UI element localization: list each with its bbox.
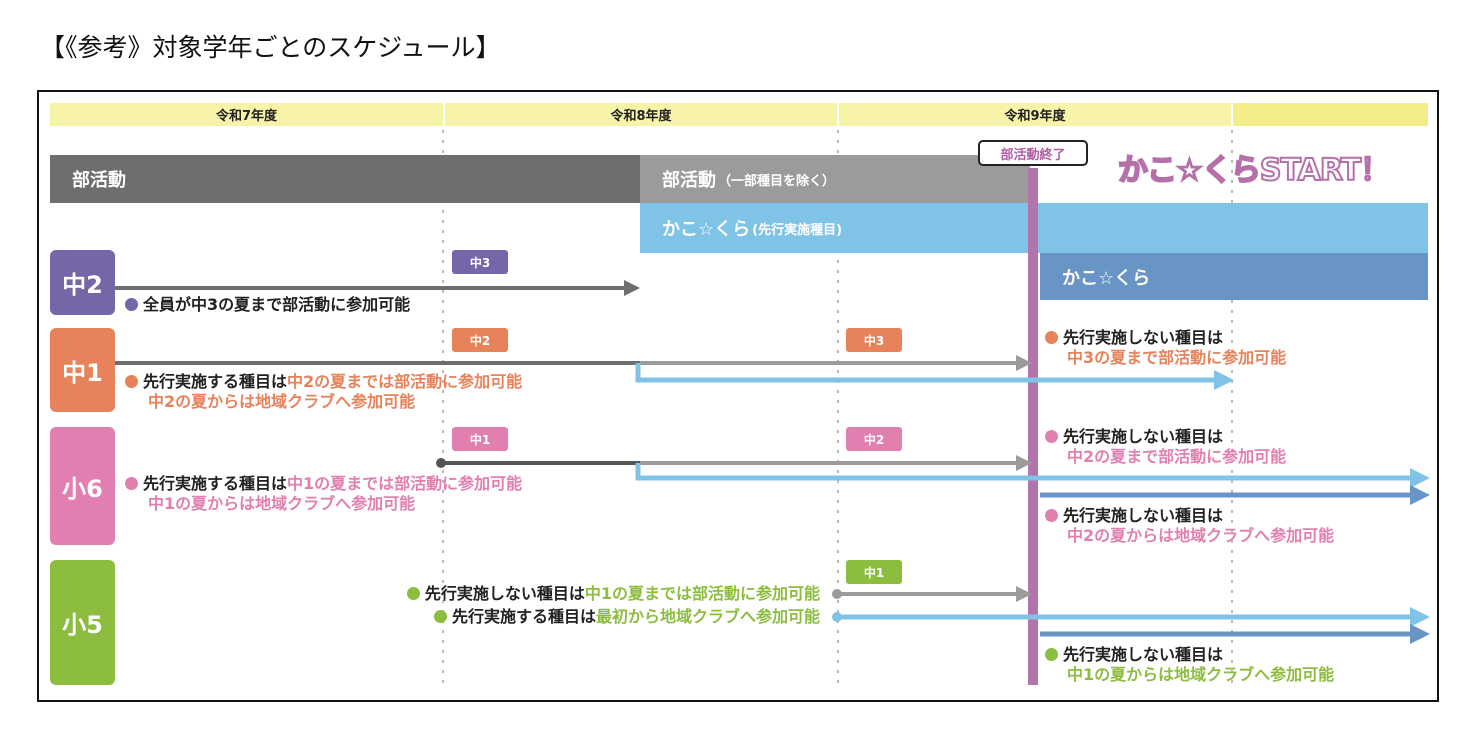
page-title: 【《参考》対象学年ごとのスケジュール】 [40,33,501,62]
note-e6-right-1: 先行実施しない種目は中2の夏まで部活動に参加可能 [1045,427,1286,467]
grade-badge-j2: 中2 [50,250,115,315]
tag-j1: 中1 [846,560,902,584]
note-highlight: 中1の夏までは部活動に参加可能 [287,474,523,493]
note-e5-2: 先行実施する種目は最初から地域クラブへ参加可能 [433,607,820,627]
note-highlight: 中1の夏からは地域クラブへ参加可能 [1067,665,1335,684]
note-highlight: 中2の夏からは地域クラブへ参加可能 [1067,526,1335,545]
note-highlight: 中3の夏まで部活動に参加可能 [1067,348,1287,367]
diagram-frame [37,90,1439,702]
bullet-icon [125,477,138,490]
note-text: 先行実施しない種目は [1063,506,1224,525]
e6-kakokura-advance-arrow [635,463,1430,488]
kakokura-advance-label: かこ☆くら [662,219,751,240]
bullet-icon [433,610,447,623]
bullet-icon [406,587,420,600]
bullet-icon [1045,331,1058,344]
bullet-icon [125,298,138,311]
note-highlight: 中2の夏までは部活動に参加可能 [287,372,523,391]
tag-j3: 中3 [452,250,508,274]
grade-badge-e6: 小6 [50,427,115,545]
note-line2: 中1の夏からは地域クラブへ参加可能 [148,494,416,513]
year-r7: 令和7年度 [50,103,443,126]
club-end-bubble: 部活動終了 [978,140,1088,166]
note-text: 先行実施しない種目は [1063,427,1224,446]
tag-j3: 中3 [846,328,902,352]
year-r8: 令和8年度 [445,103,837,126]
club-partial-bar: 部活動（一部種目を除く） [640,155,1030,203]
note-text: 先行実施しない種目は [1063,645,1224,664]
note-e5-1: 先行実施しない種目は中1の夏までは部活動に参加可能 [406,584,820,604]
year-next [1233,103,1428,126]
note-text: 全員が中3の夏まで部活動に参加可能 [143,295,411,314]
note-text: 先行実施する種目は [451,607,596,626]
tag-j1: 中1 [452,427,508,451]
grade-badge-j1: 中1 [50,328,115,412]
tag-j2: 中2 [846,427,902,451]
grade-badge-e5: 小5 [50,560,115,685]
bullet-icon [1045,430,1058,443]
club-partial-label: 部活動 [662,170,716,191]
kakokura-start-logo: かこ☆くらSTART！ [1117,152,1391,189]
club-end-line [1028,168,1038,685]
note-e6: 先行実施する種目は中1の夏までは部活動に参加可能中1の夏からは地域クラブへ参加可… [125,474,522,514]
bullet-icon [125,375,138,388]
note-text: 先行実施しない種目は [424,584,585,603]
year-r9: 令和9年度 [839,103,1231,126]
note-highlight: 中2の夏まで部活動に参加可能 [1067,447,1287,466]
note-highlight: 最初から地域クラブへ参加可能 [595,607,820,626]
g1-kakokura-arrow [635,363,1234,390]
note-line2: 中2の夏からは地域クラブへ参加可能 [148,392,416,411]
kakokura-advance-note: (先行実施種目) [752,222,843,238]
note-j2: 全員が中3の夏まで部活動に参加可能 [125,295,410,315]
note-e6-right-2: 先行実施しない種目は中2の夏からは地域クラブへ参加可能 [1045,506,1334,546]
bullet-icon [1045,648,1058,661]
club-partial-note: （一部種目を除く） [718,173,836,189]
club-bar: 部活動 [50,155,640,203]
note-e5-right: 先行実施しない種目は中1の夏からは地域クラブへ参加可能 [1045,645,1334,685]
note-text: 先行実施する種目は [143,372,288,391]
note-text: 先行実施する種目は [143,474,288,493]
note-text: 先行実施しない種目は [1063,328,1224,347]
note-j1: 先行実施する種目は中2の夏までは部活動に参加可能中2の夏からは地域クラブへ参加可… [125,372,522,412]
kakokura-bar: かこ☆くら [1040,253,1428,300]
tag-j2: 中2 [452,328,508,352]
note-highlight: 中1の夏までは部活動に参加可能 [584,584,820,603]
bullet-icon [1045,509,1058,522]
note-j1-right: 先行実施しない種目は中3の夏まで部活動に参加可能 [1045,328,1286,368]
